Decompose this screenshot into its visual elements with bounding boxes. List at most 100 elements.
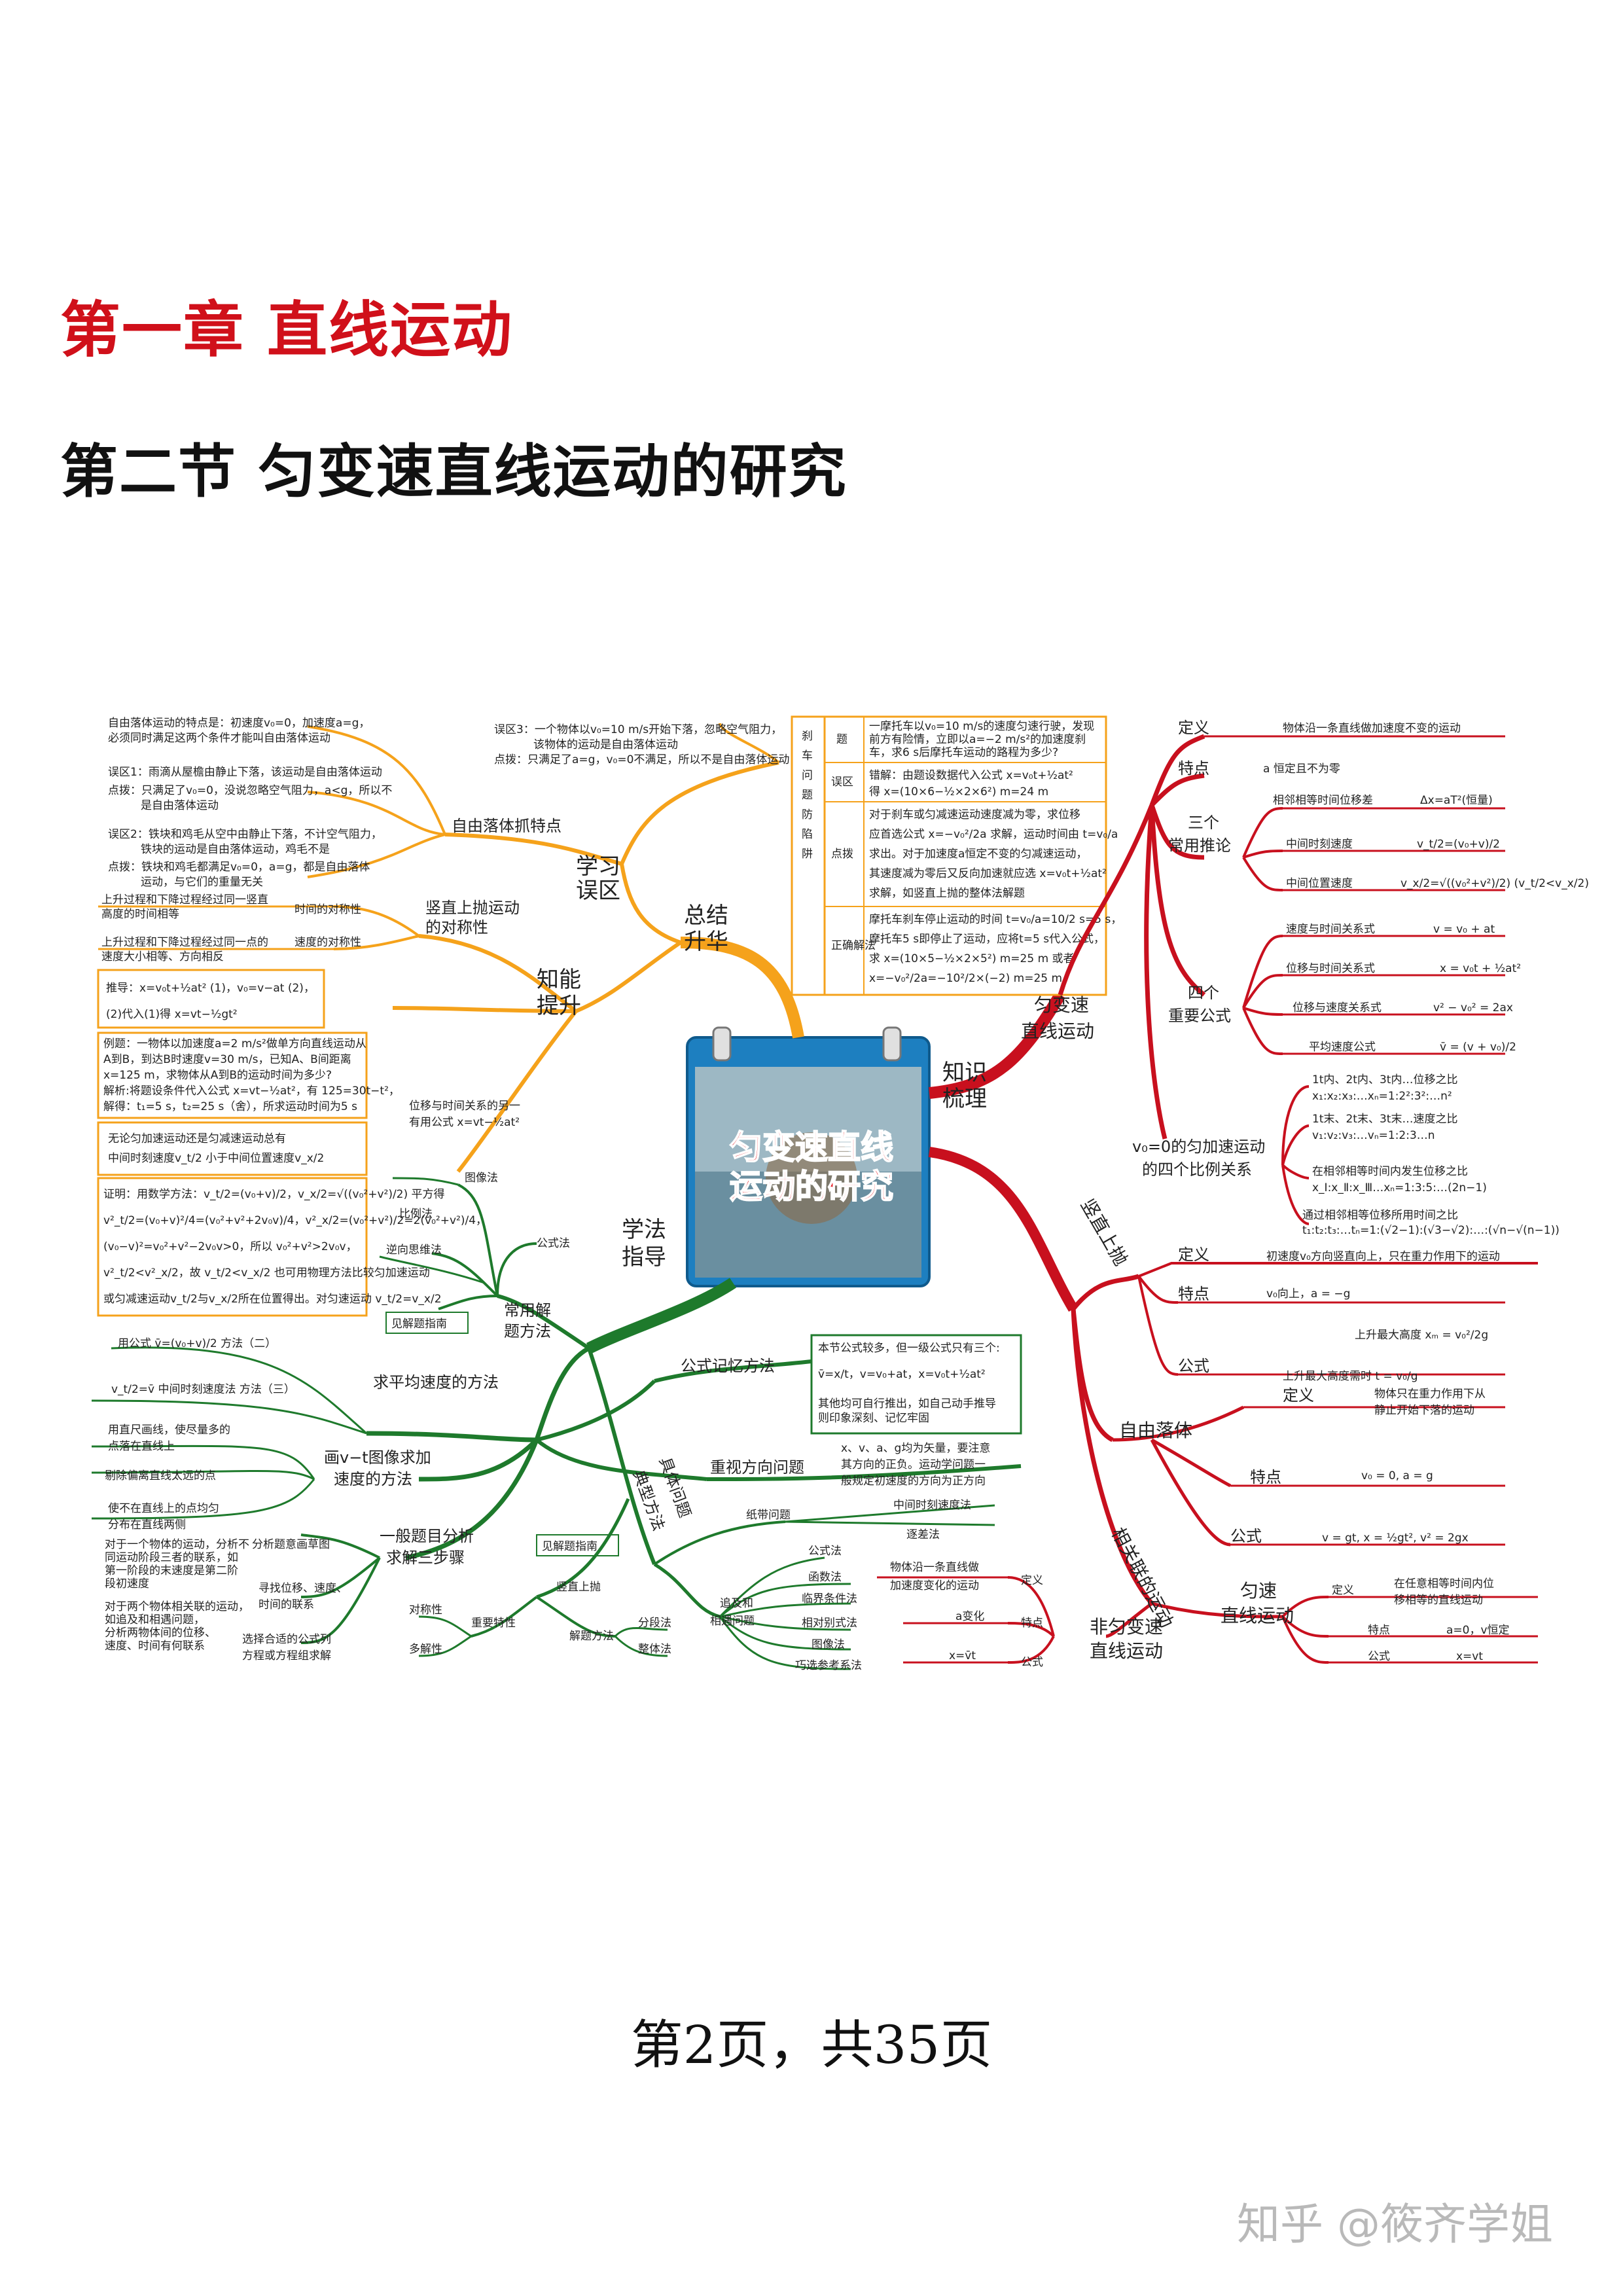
branch-knowledge-line: [929, 992, 1065, 1099]
tape-2: 逐差法: [906, 1528, 940, 1541]
branch-related-line: [928, 1147, 1078, 1312]
svg-text:平均速度公式: 平均速度公式: [1309, 1041, 1376, 1054]
svg-text:x = v₀t + ½at²: x = v₀t + ½at²: [1440, 962, 1521, 975]
key-feat: 重要特性: [471, 1617, 516, 1630]
nu-def-1: 物体沿一条直线做: [890, 1561, 979, 1574]
u-formula-text: x=vt: [1456, 1650, 1483, 1663]
svg-text:位移与时间关系式: 位移与时间关系式: [1286, 962, 1375, 975]
three-l1: 三个: [1188, 814, 1219, 832]
svg-text:上升过程和下降过程经过同一点的: 上升过程和下降过程经过同一点的: [101, 936, 268, 949]
knowledge-l2: 梳理: [942, 1086, 987, 1112]
branch-summary-line: [680, 937, 804, 1039]
brake-side: 刹车问题防陷阱: [802, 730, 813, 861]
ratio-l2: 的四个比例关系: [1142, 1160, 1252, 1179]
svg-text:其速度减为零后又反向加速就应选 x=v₀t+½at²: 其速度减为零后又反向加速就应选 x=v₀t+½at²: [869, 867, 1107, 880]
svg-text:误区2：铁块和鸡毛从空中由静止下落，不计空气阻力，: 误区2：铁块和鸡毛从空中由静止下落，不计空气阻力，: [108, 828, 382, 841]
memory-3: 其他均可自行推出，如自己动手推导: [818, 1397, 996, 1410]
center-title-2: 运动的研究: [730, 1168, 893, 1206]
key-2: 多解性: [409, 1643, 442, 1656]
method-l1: 学法: [622, 1217, 666, 1243]
svg-text:v² − v₀² = 2ax: v² − v₀² = 2ax: [1433, 1001, 1513, 1014]
u-l1: 匀速: [1240, 1580, 1277, 1602]
ff-label: 自由落体: [1119, 1420, 1192, 1441]
free-fall-feature: 自由落体抓特点: [452, 817, 562, 835]
svg-text:错解：由题设数据代入公式 x=v₀t+½at²: 错解：由题设数据代入公式 x=v₀t+½at²: [869, 769, 1073, 782]
svg-text:x=125 m，求物体从A到B的运动时间为多少?: x=125 m，求物体从A到B的运动时间为多少?: [103, 1069, 332, 1082]
guide-box-1: [385, 1312, 469, 1334]
svg-text:对于刹车或匀减速运动速度减为零，求位移: 对于刹车或匀减速运动速度减为零，求位移: [869, 808, 1080, 821]
steps-l2: 求解三步骤: [386, 1549, 465, 1567]
svg-text:铁块的运动是自由落体运动，鸡毛不是: 铁块的运动是自由落体运动，鸡毛不是: [141, 843, 330, 856]
u-formula: 公式: [1368, 1650, 1390, 1663]
u-l2: 直线运动: [1221, 1605, 1294, 1626]
svg-text:例题：一物体以加速度a=2 m/s²做单方向直线运动从: 例题：一物体以加速度a=2 m/s²做单方向直线运动从: [103, 1037, 366, 1050]
svg-text:解得：t₁=5 s，t₂=25 s（舍），所求运动时间为5: 解得：t₁=5 s，t₂=25 s（舍），所求运动时间为5 s: [103, 1100, 357, 1113]
study-l2: 误区: [576, 878, 620, 904]
u-def: 定义: [1332, 1584, 1354, 1597]
svg-text:点落在直线上: 点落在直线上: [108, 1440, 175, 1453]
center-title-1: 匀变速直线: [730, 1128, 893, 1166]
four-l2: 重要公式: [1168, 1007, 1231, 1025]
ratio-items: 1t内、2t内、3t内…位移之比 x₁:x₂:x₃:…xₙ=1:2²:3²:…n…: [1302, 1073, 1560, 1237]
ff-formula: 公式: [1230, 1527, 1262, 1545]
svg-text:点拨：只满足了a=g，v₀=0不满足，所以不是自由落体运动: 点拨：只满足了a=g，v₀=0不满足，所以不是自由落体运动: [494, 753, 789, 766]
svg-text:在相邻相等时间内发生位移之比: 在相邻相等时间内发生位移之比: [1312, 1165, 1468, 1178]
svg-text:点拨：铁块和鸡毛都满足v₀=0，a=g，都是自由落体: 点拨：铁块和鸡毛都满足v₀=0，a=g，都是自由落体: [108, 861, 370, 874]
derive-2: (2)代入(1)得 x=vt−½gt²: [106, 1008, 238, 1021]
direction-label: 重视方向问题: [710, 1458, 804, 1477]
svg-text:点拨：只满足了v₀=0，没说忽略空气阻力，a<g，所以不: 点拨：只满足了v₀=0，没说忽略空气阻力，a<g，所以不: [108, 784, 392, 797]
speed-sym: 速度的对称性: [294, 936, 361, 949]
common-l1: 常用解: [504, 1301, 551, 1319]
svg-text:自由落体运动的特点是：初速度v₀=0，加速度a=g，: 自由落体运动的特点是：初速度v₀=0，加速度a=g，: [108, 717, 370, 730]
svg-text:临界条件法: 临界条件法: [802, 1592, 857, 1605]
memory-1: 本节公式较多，但一级公式只有三个:: [818, 1342, 1000, 1355]
misc3-notes: 误区3：一个物体以v₀=10 m/s开始下落，忽略空气阻力， 该物体的运动是自由…: [494, 723, 789, 766]
ff-feat-text: v₀ = 0, a = g: [1361, 1469, 1433, 1482]
ratio-l1: v₀=0的匀加速运动: [1132, 1138, 1265, 1156]
vertical-up-label: 竖直上抛: [1077, 1195, 1132, 1270]
svg-text:证明：用数学方法：v_t/2=(v₀+v)/2，v_x/2=: 证明：用数学方法：v_t/2=(v₀+v)/2，v_x/2=√((v₀²+v²)…: [103, 1188, 445, 1201]
svg-text:x_Ⅰ:x_Ⅱ:x_Ⅲ…xₙ=1:3:5:…(2n−1): x_Ⅰ:x_Ⅱ:x_Ⅲ…xₙ=1:3:5:…(2n−1): [1312, 1181, 1487, 1194]
svg-text:求出。对于加速度a恒定不变的匀减速运动，: 求出。对于加速度a恒定不变的匀减速运动，: [869, 848, 1087, 861]
svg-text:必须同时满足这两个条件才能叫自由落体运动: 必须同时满足这两个条件才能叫自由落体运动: [108, 732, 330, 745]
svg-text:v₁:v₂:v₃:…vₙ=1:2:3…n: v₁:v₂:v₃:…vₙ=1:2:3…n: [1312, 1129, 1435, 1142]
vt-l2: 速度的方法: [334, 1470, 412, 1488]
svg-text:点拨: 点拨: [831, 848, 853, 861]
svg-text:段初速度: 段初速度: [105, 1577, 149, 1590]
svg-text:v = v₀ + at: v = v₀ + at: [1433, 923, 1495, 936]
svg-text:(v₀−v)²=v₀²+v²−2v₀v>0，所以 v₀²+v: (v₀−v)²=v₀²+v²−2v₀v>0，所以 v₀²+v²>2v₀v，: [103, 1240, 357, 1253]
svg-text:t₁:t₂:t₃:…tₙ=1:(√2−1):(√3−√2):: t₁:t₂:t₃:…tₙ=1:(√2−1):(√3−√2):…:(√n−√(n−…: [1302, 1224, 1560, 1237]
avg-1: 用公式 v̄=(v₀+v)/2 方法（二）: [118, 1337, 276, 1350]
chase-items: 公式法 函数法 临界条件法 相对别式法 图像法 巧选参考系法: [795, 1545, 862, 1672]
solve-1: 分段法: [638, 1617, 671, 1630]
svg-text:同运动阶段三者的联系，如: 同运动阶段三者的联系，如: [105, 1551, 238, 1564]
svg-text:1t末、2t末、3t末…速度之比: 1t末、2t末、3t末…速度之比: [1312, 1113, 1457, 1126]
svg-text:速度、时间有何联系: 速度、时间有何联系: [105, 1640, 205, 1653]
steps-notes: 对于一个物体的运动，分析不 同运动阶段三者的联系，如 第一阶段的末速度是第二阶 …: [105, 1538, 249, 1653]
related-label: 相关联的运动: [1107, 1524, 1178, 1631]
proof-text: 证明：用数学方法：v_t/2=(v₀+v)/2，v_x/2=√((v₀²+v²)…: [103, 1188, 487, 1306]
vu-feat-text: v₀向上，a = −g: [1266, 1287, 1350, 1300]
vu-def: 定义: [1178, 1246, 1209, 1264]
svg-text:前方有险情，立即以a=−2 m/s²的加速度刹: 前方有险情，立即以a=−2 m/s²的加速度刹: [869, 733, 1086, 746]
example-box: [97, 1031, 368, 1119]
example-text: 例题：一物体以加速度a=2 m/s²做单方向直线运动从 A到B，到达B时速度v=…: [103, 1037, 400, 1113]
page-number: 第2页，共35页: [630, 2015, 993, 2075]
ability-l1: 知能: [537, 967, 581, 993]
solve-2: 整体法: [638, 1643, 671, 1656]
svg-text:速度与时间关系式: 速度与时间关系式: [1286, 923, 1375, 936]
proof-box: [97, 1177, 368, 1317]
svg-text:分析两物体间的位移、: 分析两物体间的位移、: [105, 1626, 216, 1640]
nu-feat: 特点: [1021, 1617, 1043, 1630]
vertical-sym-l2: 的对称性: [425, 918, 488, 937]
u-def-1: 在任意相等时间内位: [1394, 1577, 1494, 1590]
method-reverse: 逆向思维法: [386, 1244, 442, 1257]
guide-2: 见解题指南: [542, 1540, 597, 1553]
svg-text:误区: 误区: [831, 776, 853, 789]
ff-def-2: 静止开始下落的运动: [1374, 1404, 1474, 1417]
svg-text:该物体的运动是自由落体运动: 该物体的运动是自由落体运动: [533, 738, 678, 751]
method-guide: 见解题指南: [391, 1318, 447, 1331]
svg-text:解析:将题设条件代入公式 x=vt−½at²，有 125=3: 解析:将题设条件代入公式 x=vt−½at²，有 125=30t−t²，: [103, 1085, 400, 1098]
green-links: [91, 1177, 1022, 1670]
svg-text:上升过程和下降过程经过同一竖直: 上升过程和下降过程经过同一竖直: [101, 893, 268, 906]
